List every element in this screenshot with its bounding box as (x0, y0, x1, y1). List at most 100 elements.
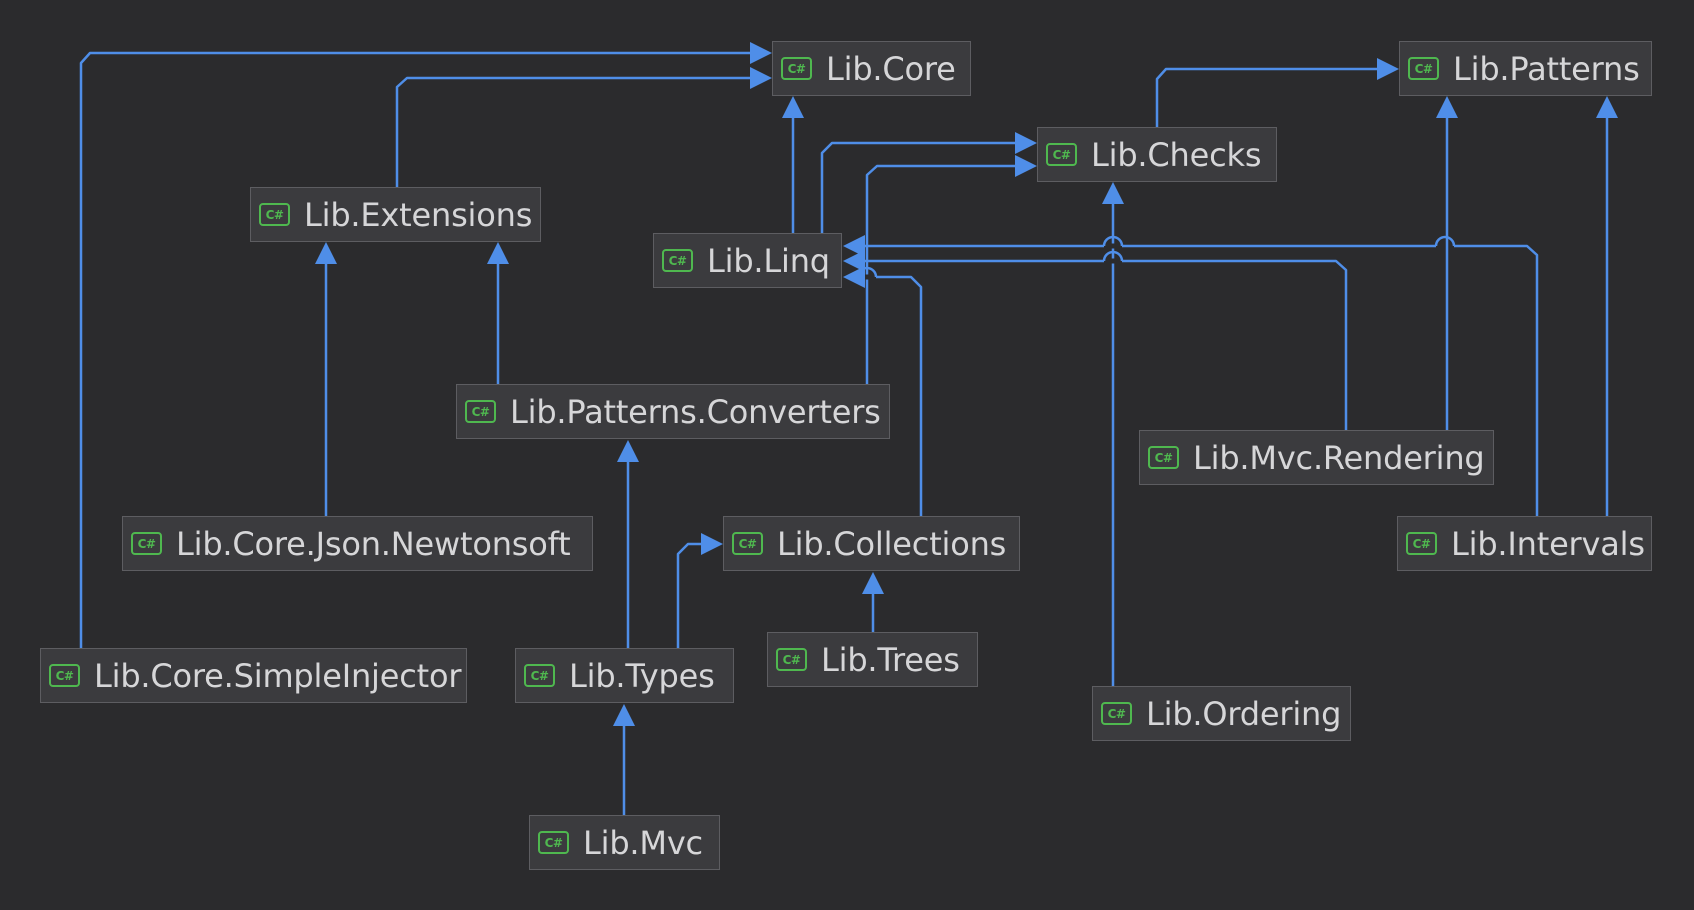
arrowhead (750, 42, 772, 64)
csharp-project-icon: C# (1406, 532, 1437, 555)
edge-line (676, 542, 705, 648)
csharp-project-icon: C# (1408, 57, 1439, 80)
project-node-label: Lib.Extensions (304, 195, 533, 234)
project-node-collections[interactable]: C# Lib.Collections (723, 516, 1020, 571)
project-node-types[interactable]: C# Lib.Types (515, 648, 734, 703)
csharp-project-icon: C# (259, 203, 290, 226)
edge-patterns-converters-to-checks (865, 155, 1037, 384)
csharp-project-icon: C# (49, 664, 80, 687)
arrowhead (617, 440, 639, 462)
edge-line (865, 164, 1019, 384)
csharp-icon-glyph: C# (738, 536, 757, 551)
edge-crossing-hop (856, 266, 878, 278)
edge-ordering-to-checks (1102, 182, 1124, 686)
csharp-project-icon: C# (776, 648, 807, 671)
project-node-mvc-rendering[interactable]: C# Lib.Mvc.Rendering (1139, 430, 1494, 485)
arrowhead (1596, 96, 1618, 118)
csharp-project-icon: C# (465, 400, 496, 423)
arrowhead (1436, 96, 1458, 118)
csharp-icon-glyph: C# (137, 536, 156, 551)
edge-intervals-to-patterns (1596, 96, 1618, 516)
csharp-icon-glyph: C# (471, 404, 490, 419)
csharp-icon-glyph: C# (1414, 61, 1433, 76)
project-node-extensions[interactable]: C# Lib.Extensions (250, 187, 541, 242)
edge-patterns-converters-to-extensions (487, 242, 509, 384)
csharp-project-icon: C# (1046, 143, 1077, 166)
csharp-icon-glyph: C# (668, 253, 687, 268)
project-node-label: Lib.Mvc (583, 823, 703, 862)
csharp-project-icon: C# (524, 664, 555, 687)
arrowhead (487, 242, 509, 264)
project-node-ordering[interactable]: C#Lib.Ordering (1092, 686, 1351, 741)
arrowhead (862, 572, 884, 594)
project-node-linq[interactable]: C# Lib.Linq (653, 233, 842, 288)
edge-checks-to-patterns (1155, 58, 1399, 127)
edge-linq-to-checks (820, 132, 1037, 233)
csharp-icon-glyph: C# (55, 668, 74, 683)
edge-linq-to-core (782, 96, 804, 233)
arrowhead (701, 533, 723, 555)
edge-mvc-rendering-to-patterns (1436, 96, 1458, 430)
edge-core-json-to-extensions (315, 242, 337, 516)
arrowhead (1102, 182, 1124, 204)
project-node-patterns-converters[interactable]: C# Lib.Patterns.Converters (456, 384, 890, 439)
project-node-label: Lib.Core.SimpleInjector (94, 656, 462, 695)
project-node-label: Lib.Patterns.Converters (510, 392, 881, 431)
edge-line (820, 141, 1019, 233)
csharp-project-icon: C# (662, 249, 693, 272)
edge-trees-to-collections (862, 572, 884, 632)
project-node-label: Lib.Linq (707, 241, 830, 280)
edge-mvc-rendering-to-linq (843, 250, 1348, 430)
csharp-icon-glyph: C# (1412, 536, 1431, 551)
csharp-project-icon: C# (538, 831, 569, 854)
edge-line (395, 76, 754, 187)
project-node-core[interactable]: C# Lib.Core (772, 41, 971, 96)
project-node-patterns[interactable]: C# Lib.Patterns (1399, 41, 1652, 96)
project-node-label: Lib.Patterns (1453, 49, 1640, 88)
project-node-intervals[interactable]: C# Lib.Intervals (1397, 516, 1652, 571)
project-node-label: Lib.Trees (821, 640, 960, 679)
edge-types-to-collections (676, 533, 723, 648)
arrowhead (843, 266, 865, 288)
project-node-core-json[interactable]: C# Lib.Core.Json.Newtonsoft (122, 516, 593, 571)
arrowhead (613, 704, 635, 726)
csharp-icon-glyph: C# (1154, 450, 1173, 465)
project-node-label: Lib.Collections (777, 524, 1007, 563)
edge-types-to-patterns-converters (617, 440, 639, 648)
csharp-project-icon: C# (781, 57, 812, 80)
csharp-project-icon: C# (732, 532, 763, 555)
edge-crossing-hop (1434, 235, 1456, 247)
project-node-label: Lib.Core.Json.Newtonsoft (176, 524, 571, 563)
arrowhead (843, 250, 865, 272)
csharp-icon-glyph: C# (530, 668, 549, 683)
edge-crossing-hop (1102, 250, 1124, 262)
csharp-icon-glyph: C# (782, 652, 801, 667)
project-node-label: Lib.Types (569, 656, 715, 695)
project-node-label: Lib.Intervals (1451, 524, 1645, 563)
csharp-project-icon: C# (1148, 446, 1179, 469)
csharp-project-icon: C# (131, 532, 162, 555)
project-node-mvc[interactable]: C# Lib.Mvc (529, 815, 720, 870)
csharp-project-icon: C# (1101, 702, 1132, 725)
edge-crossing-hop (1102, 235, 1124, 247)
edge-mvc-to-types (613, 704, 635, 815)
csharp-icon-glyph: C# (544, 835, 563, 850)
csharp-icon-glyph: C# (787, 61, 806, 76)
arrowhead (315, 242, 337, 264)
project-node-label: Lib.Checks (1091, 135, 1262, 174)
project-node-trees[interactable]: C# Lib.Trees (767, 632, 978, 687)
csharp-icon-glyph: C# (1107, 706, 1126, 721)
arrowhead (1015, 155, 1037, 177)
project-node-label: Lib.Core (826, 49, 956, 88)
project-node-simple-injector[interactable]: C# Lib.Core.SimpleInjector (40, 648, 467, 703)
arrowhead (782, 96, 804, 118)
project-node-label: Lib.Mvc.Rendering (1193, 438, 1485, 477)
arrowhead (1015, 132, 1037, 154)
csharp-icon-glyph: C# (265, 207, 284, 222)
arrowhead (843, 235, 865, 257)
edge-line (1155, 67, 1381, 127)
project-node-checks[interactable]: C# Lib.Checks (1037, 127, 1277, 182)
csharp-icon-glyph: C# (1052, 147, 1071, 162)
arrowhead (750, 67, 772, 89)
